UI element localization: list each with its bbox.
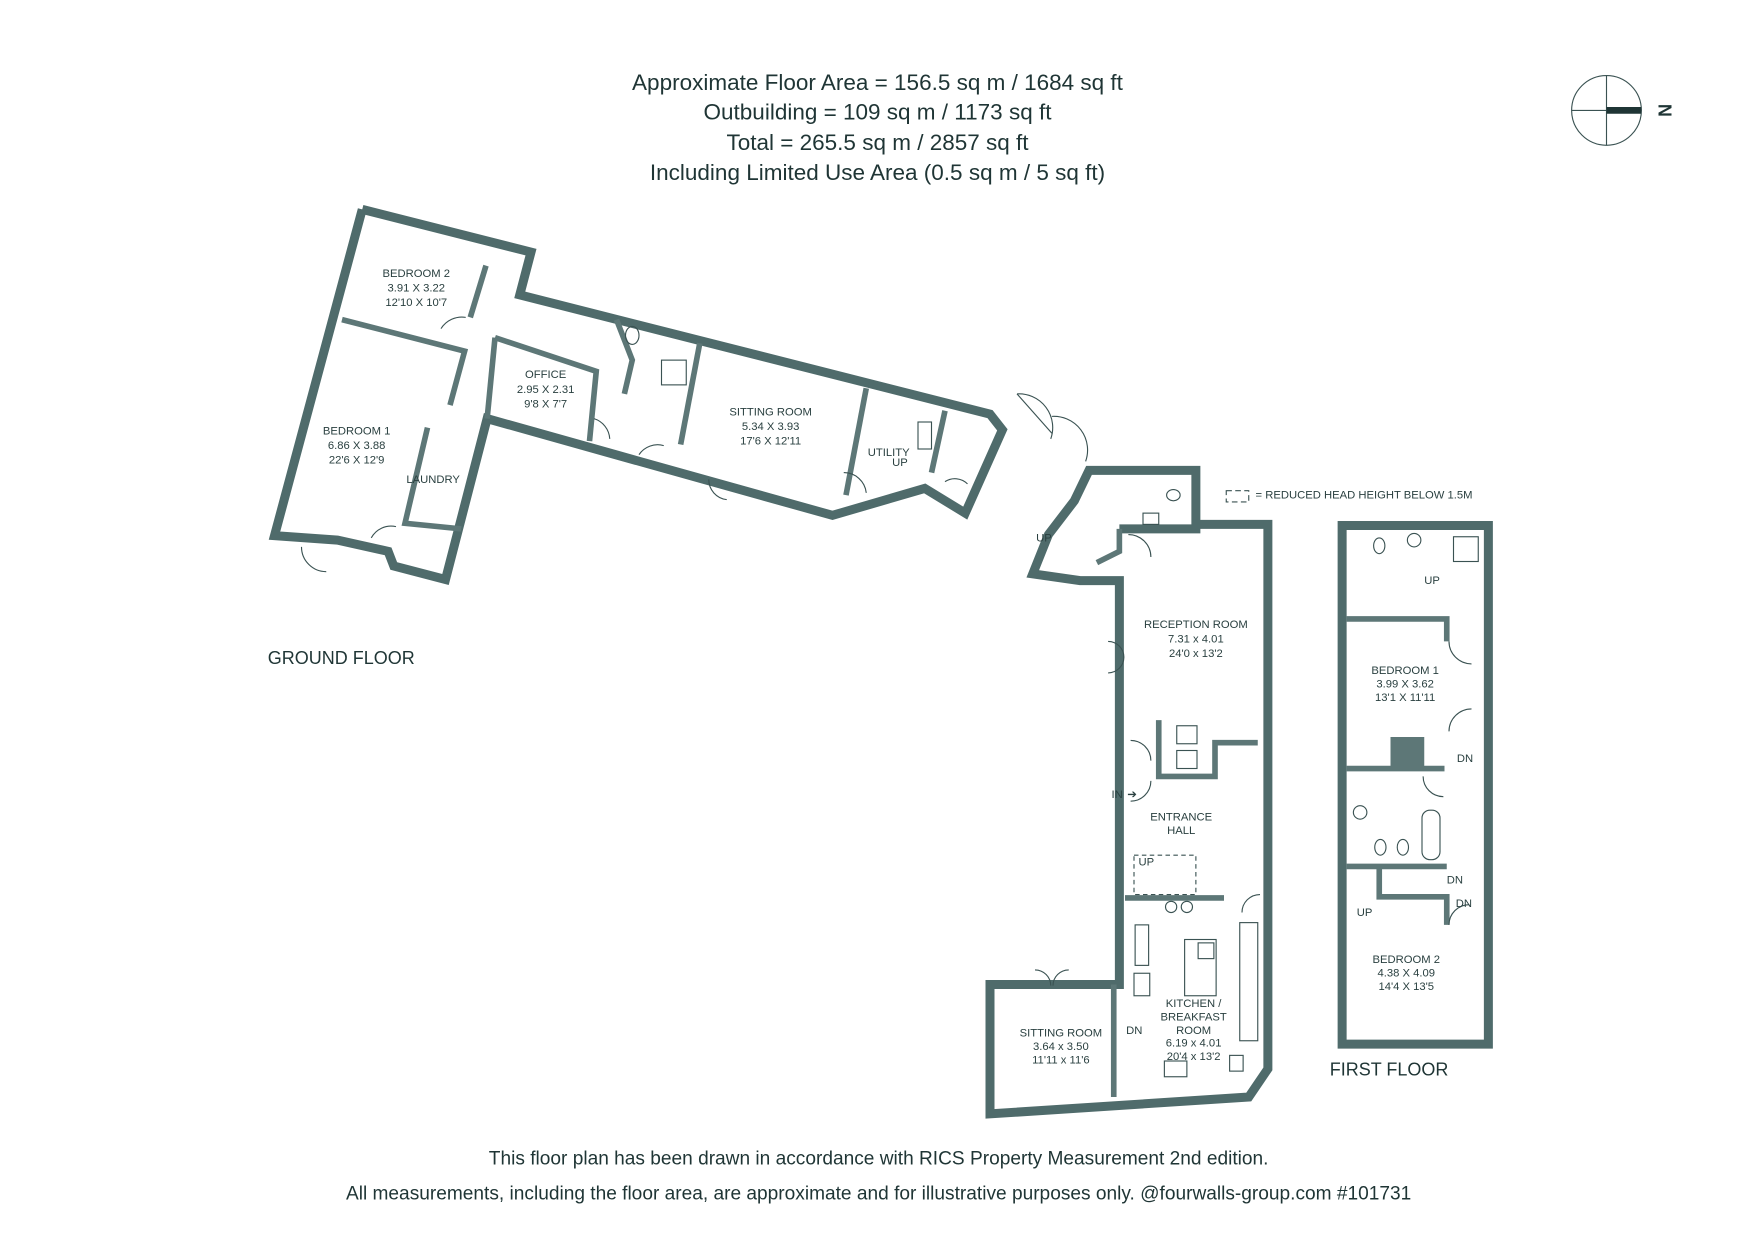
room-metric: 7.31 x 4.01	[1168, 634, 1224, 646]
room-name: KITCHEN /	[1166, 998, 1223, 1010]
room-name: SITTING ROOM	[1020, 1027, 1103, 1039]
reduced-head-height-legend: = REDUCED HEAD HEIGHT BELOW 1.5M	[1256, 490, 1473, 502]
reduced-head-height-legend-icon	[1225, 490, 1250, 503]
room-metric: 2.95 X 2.31	[517, 384, 575, 396]
room-name: UTILITY	[868, 447, 910, 459]
room-name: LAUNDRY	[406, 474, 460, 486]
room-imperial: 11'11 x 11'6	[1032, 1054, 1089, 1066]
room-metric: 5.34 X 3.93	[742, 421, 800, 433]
north-label: N	[1654, 104, 1674, 117]
limited-use-text: Including Limited Use Area (0.5 sq m / 5…	[650, 160, 1105, 185]
arrow-right-icon: ➔	[1127, 789, 1136, 801]
room-imperial: 12'10 X 10'7	[385, 297, 447, 309]
room-metric: 4.38 X 4.09	[1377, 968, 1435, 980]
room-name: HALL	[1167, 825, 1195, 837]
total-area-text: Total = 265.5 sq m / 2857 sq ft	[726, 130, 1029, 155]
first-floor-plan	[1337, 521, 1493, 1049]
room-name: BEDROOM 2	[382, 268, 450, 280]
measurement-disclaimer: All measurements, including the floor ar…	[346, 1183, 1411, 1204]
stairs-down-label: DN	[1457, 753, 1473, 765]
main-house-ground-plan	[985, 465, 1273, 1119]
room-imperial: 24'0 x 13'2	[1169, 648, 1223, 660]
outbuilding-area-text: Outbuilding = 109 sq m / 1173 sq ft	[704, 99, 1053, 124]
room-name: RECEPTION ROOM	[1144, 619, 1248, 631]
stairs-down-label: DN	[1126, 1025, 1142, 1037]
room-metric: 6.86 X 3.88	[328, 440, 386, 452]
room-imperial: 20'4 x 13'2	[1167, 1051, 1221, 1063]
room-name: BEDROOM 1	[1371, 665, 1439, 677]
room-name: BEDROOM 2	[1372, 954, 1440, 966]
outbuilding-plan	[268, 205, 1089, 585]
first-floor-label: FIRST FLOOR	[1330, 1060, 1449, 1080]
floor-area-text: Approximate Floor Area = 156.5 sq m / 16…	[632, 70, 1124, 95]
ground-floor-label: GROUND FLOOR	[268, 648, 415, 668]
compass-icon: N	[1571, 74, 1674, 146]
room-name: SITTING ROOM	[729, 406, 811, 418]
stairs-up-label: UP	[892, 457, 908, 469]
room-imperial: 14'4 X 13'5	[1378, 981, 1434, 993]
room-metric: 3.91 X 3.22	[387, 283, 445, 295]
room-metric: 3.64 x 3.50	[1033, 1041, 1089, 1053]
rics-disclaimer: This floor plan has been drawn in accord…	[489, 1149, 1269, 1170]
room-name: ENTRANCE	[1150, 811, 1212, 823]
stairs-up-label: UP	[1139, 856, 1155, 868]
stairs-up-label: UP	[1424, 575, 1440, 587]
room-name: OFFICE	[525, 369, 567, 381]
stairs-up-label: UP	[1357, 907, 1373, 919]
room-name: BREAKFAST	[1160, 1012, 1226, 1024]
room-metric: 3.99 X 3.62	[1376, 679, 1434, 691]
stairs-up-label: UP	[1036, 532, 1052, 544]
stairs-down-label: DN	[1447, 874, 1463, 886]
room-imperial: 9'8 X 7'7	[524, 398, 567, 410]
room-metric: 6.19 x 4.01	[1166, 1037, 1222, 1049]
room-imperial: 17'6 X 12'11	[740, 436, 801, 448]
room-imperial: 22'6 X 12'9	[329, 455, 385, 467]
stairs-down-label: DN	[1456, 898, 1472, 910]
room-imperial: 13'1 X 11'11	[1375, 692, 1435, 704]
room-name: ROOM	[1176, 1025, 1211, 1037]
room-name: BEDROOM 1	[323, 425, 391, 437]
entrance-in-label: IN	[1112, 789, 1123, 801]
